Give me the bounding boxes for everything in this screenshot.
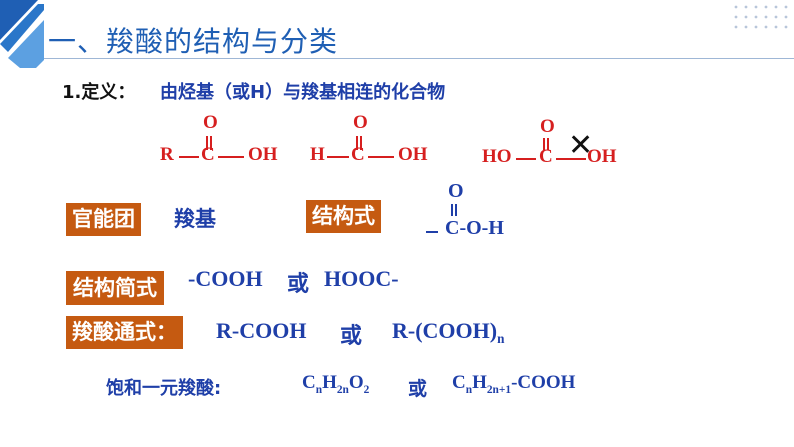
general-right: R-(COOH)n	[392, 318, 505, 346]
formula-chain: C-O-H	[445, 217, 504, 239]
bond-right	[556, 158, 586, 160]
structure-2: O H C OH	[310, 112, 440, 168]
group-right: OH	[248, 144, 278, 165]
dot-grid-decoration	[734, 5, 788, 29]
saturated-formula-1: CnH2nO2	[302, 372, 370, 396]
page-title: 一、羧酸的结构与分类	[48, 25, 339, 58]
structure-3: O HO C OH ✕	[482, 116, 632, 172]
corner-decoration	[0, 0, 44, 68]
general-or: 或	[340, 324, 363, 349]
saturated-or: 或	[408, 378, 428, 400]
general-right-sub: n	[497, 331, 505, 346]
condensed-or: 或	[287, 272, 310, 297]
tag-functional-group: 官能团	[66, 203, 141, 236]
definition-text: 由烃基（或H）与羧基相连的化合物	[160, 82, 446, 103]
carbonyl-oxygen: O	[353, 112, 368, 133]
cross-mark-icon: ✕	[568, 128, 594, 163]
tag-general-formula: 羧酸通式：	[66, 316, 183, 349]
group-left: R	[160, 144, 174, 165]
carbonyl-oxygen: O	[203, 112, 218, 133]
structural-formula: O C-O-H	[424, 180, 534, 242]
header-rule	[44, 58, 794, 59]
double-bond	[543, 138, 549, 150]
carbon: C	[201, 144, 215, 165]
double-bond	[451, 204, 457, 216]
carbon: C	[539, 146, 553, 167]
general-left: R-COOH	[216, 318, 307, 343]
functional-group-value: 羧基	[174, 207, 216, 231]
saturated-formula-2: CnH2n+1-COOH	[452, 372, 576, 396]
saturated-label: 饱和一元羧酸:	[106, 378, 222, 399]
definition-label: 1.定义：	[62, 82, 136, 103]
bond-left	[179, 156, 199, 158]
group-left: HO	[482, 146, 512, 167]
tag-structural-formula: 结构式	[306, 200, 381, 233]
condensed-left: -COOH	[188, 266, 263, 291]
double-bond	[206, 136, 212, 150]
group-right: OH	[587, 146, 617, 167]
bond-left	[516, 158, 536, 160]
general-right-main: R-(COOH)	[392, 318, 498, 343]
bond-right	[218, 156, 244, 158]
bond-right	[368, 156, 394, 158]
carbonyl-oxygen: O	[448, 180, 464, 202]
carbon: C	[351, 144, 365, 165]
group-left: H	[310, 144, 325, 165]
bond-left	[426, 231, 438, 233]
double-bond	[356, 136, 362, 150]
condensed-right: HOOC-	[324, 266, 399, 291]
bond-left	[327, 156, 349, 158]
carbonyl-oxygen: O	[540, 116, 555, 137]
structure-1: O R C OH	[160, 112, 280, 168]
group-right: OH	[398, 144, 428, 165]
tag-condensed-formula: 结构简式	[66, 271, 164, 305]
